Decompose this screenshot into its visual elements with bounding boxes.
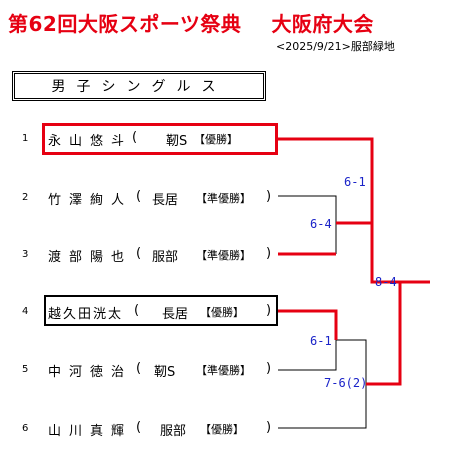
open-paren: (: [134, 303, 140, 318]
match-score: 8-4: [375, 275, 397, 289]
title-sub: 大阪府大会: [271, 12, 374, 36]
player-affiliation: 長居: [162, 307, 189, 322]
player-affiliation: 長居: [152, 193, 179, 208]
open-paren: (: [132, 130, 138, 145]
player-name: 越久田洸太: [48, 307, 124, 322]
seed-number: 3: [22, 249, 29, 260]
event-title-box: 男子シングルス: [12, 71, 266, 101]
open-paren: (: [136, 420, 142, 435]
match-score: 6-4: [310, 217, 332, 231]
player-affiliation: 靭S: [166, 134, 188, 149]
open-paren: (: [136, 189, 142, 204]
bracket-line: [336, 339, 367, 384]
event-title: 男子シングルス: [51, 79, 227, 95]
bracket-line: [278, 384, 367, 429]
player-result: 【優勝】: [194, 133, 238, 146]
player-result: 【準優勝】: [196, 192, 251, 205]
player-result: 【優勝】: [200, 306, 244, 319]
player-affiliation: 服部: [152, 250, 179, 265]
player-name: 渡部陽也: [48, 250, 133, 265]
player-result: 【準優勝】: [196, 364, 251, 377]
close-paren: ): [266, 246, 272, 261]
champion-highlight-box: [42, 123, 278, 155]
player-name: 山川真輝: [48, 424, 133, 439]
open-paren: (: [136, 246, 142, 261]
match-score: 7-6(2): [324, 376, 368, 390]
player-name: 永山悠斗: [48, 134, 133, 149]
player-result: 【準優勝】: [196, 249, 251, 262]
seed-number: 1: [22, 133, 29, 144]
match-score: 6-1: [344, 175, 366, 189]
player-affiliation: 服部: [160, 424, 187, 439]
bracket-line-winner: [278, 137, 402, 386]
close-paren: ): [266, 420, 272, 435]
player-name: 竹澤絢人: [48, 193, 133, 208]
close-paren: ): [266, 189, 272, 204]
bracket-line: [278, 340, 337, 371]
date-venue: <2025/9/21>服部緑地: [276, 40, 395, 53]
player-result: 【優勝】: [200, 423, 244, 436]
seed-number: 6: [22, 423, 29, 434]
seed-number: 5: [22, 364, 29, 375]
close-paren: ): [266, 361, 272, 376]
seed-number: 4: [22, 306, 29, 317]
title-main: 第62回大阪スポーツ祭典: [8, 12, 242, 36]
seed-number: 2: [22, 192, 29, 203]
close-paren: ): [266, 303, 272, 318]
seed-highlight-box: [44, 295, 278, 326]
bracket-line-winner: [278, 309, 338, 340]
open-paren: (: [136, 361, 142, 376]
player-name: 中河徳治: [48, 365, 133, 380]
match-score: 6-1: [310, 334, 332, 348]
tournament-title: 第62回大阪スポーツ祭典 大阪府大会: [8, 8, 374, 37]
player-affiliation: 靭S: [154, 365, 176, 380]
bracket-line: [278, 195, 337, 223]
